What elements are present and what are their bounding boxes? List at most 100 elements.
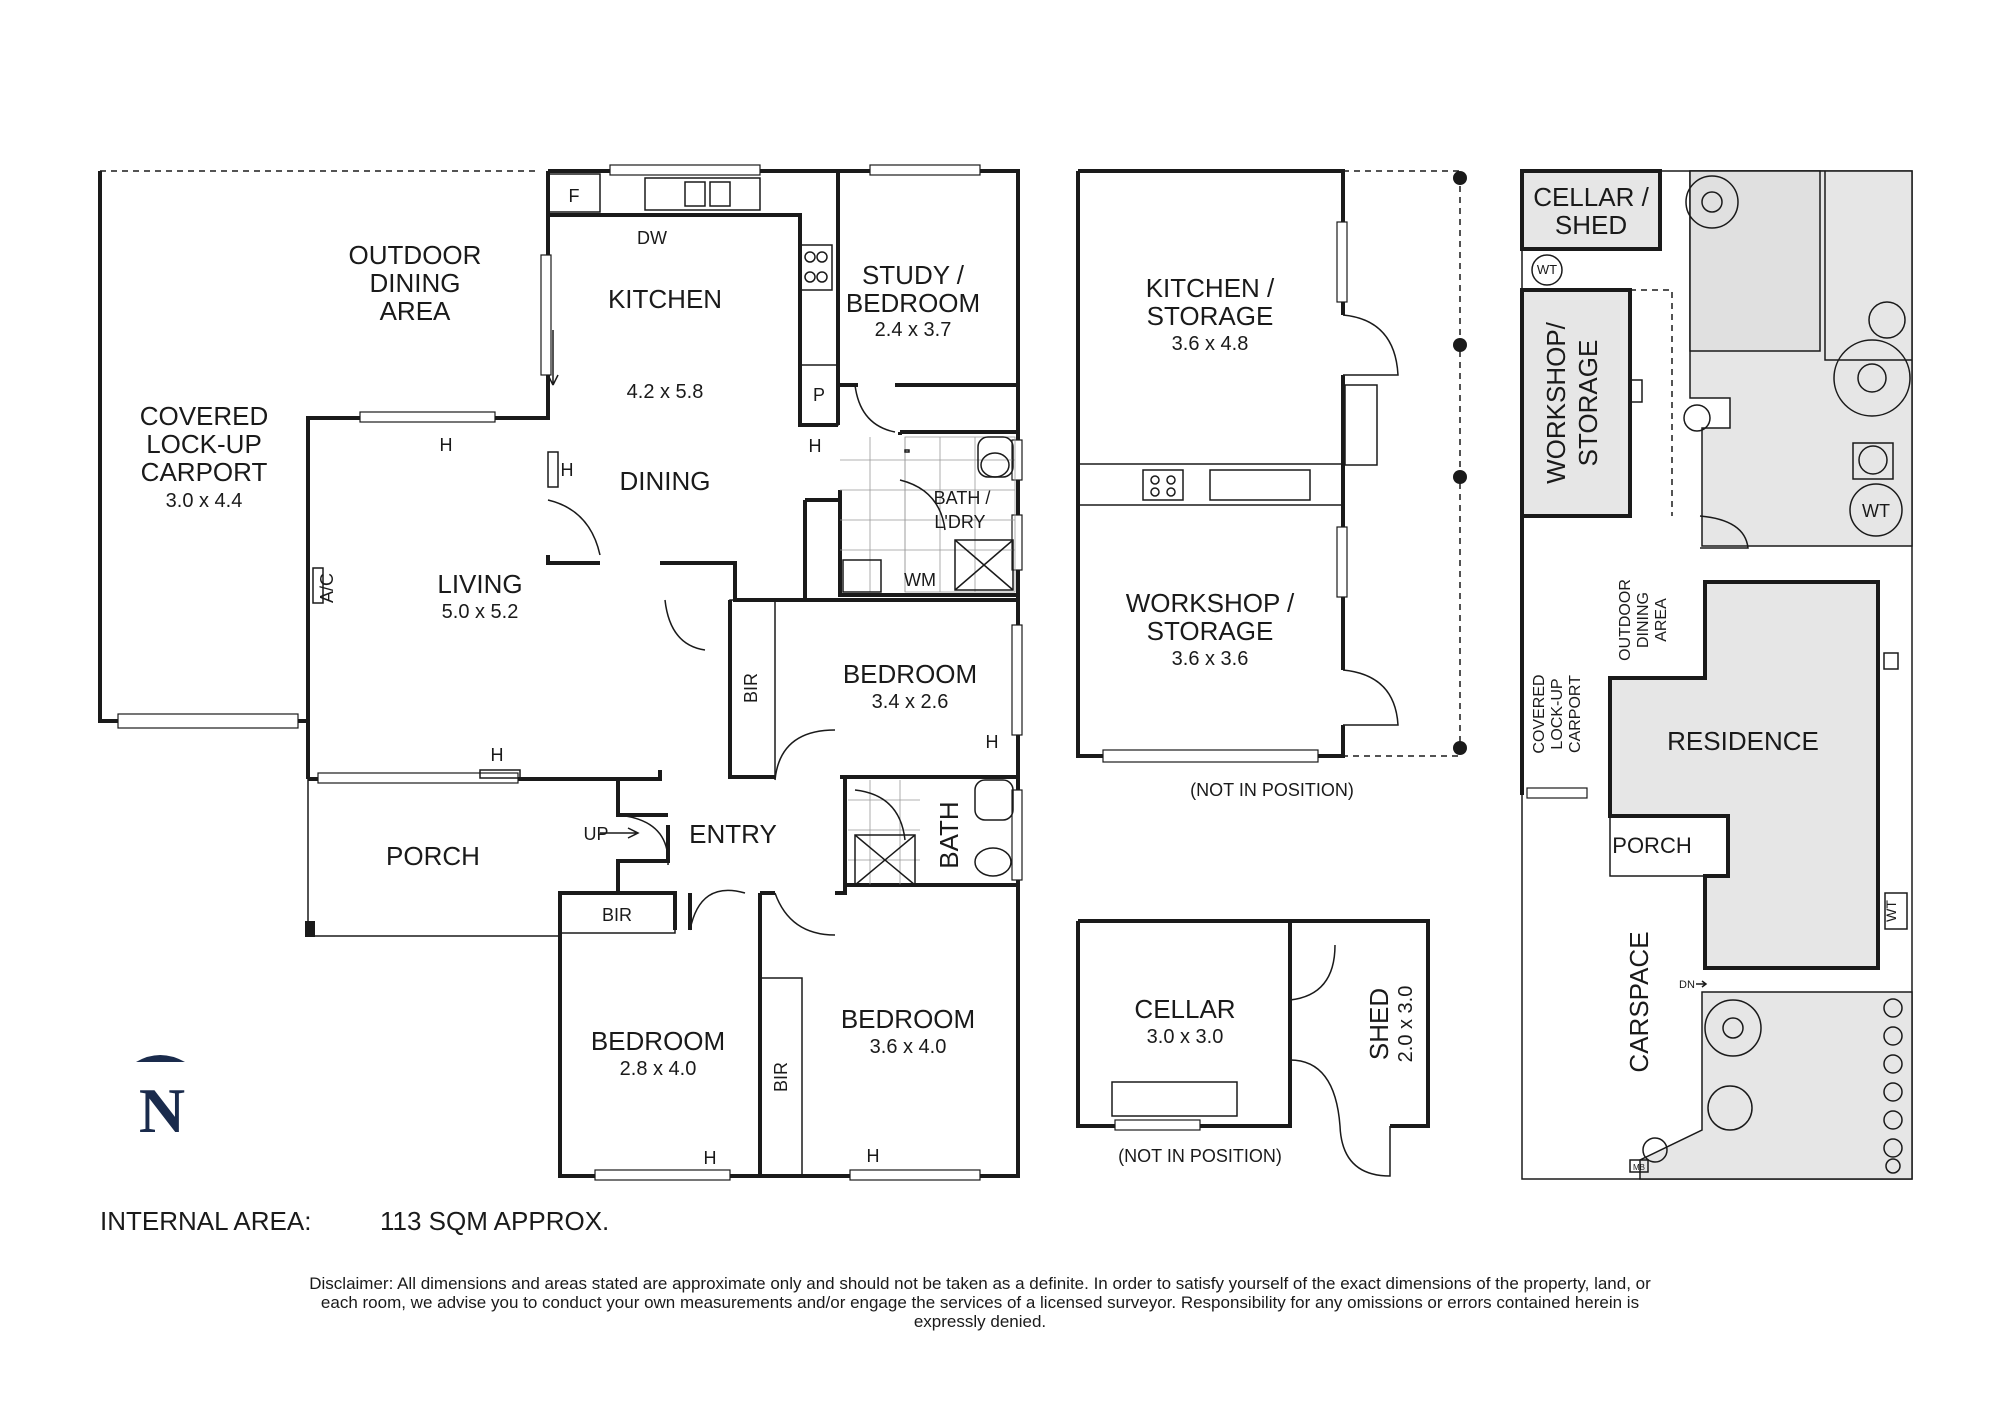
tile-grid bbox=[840, 437, 1015, 592]
basin-2 bbox=[974, 847, 1012, 877]
bath-north-wall bbox=[898, 430, 1018, 435]
bir-east bbox=[729, 599, 776, 778]
front-door bbox=[617, 814, 669, 866]
heater-label-1: H bbox=[440, 435, 453, 455]
fridge-label: F bbox=[569, 186, 580, 206]
sliding-door-arrow bbox=[547, 330, 559, 386]
site-verandah bbox=[1630, 289, 1673, 516]
site-carspace-label: CARSPACE bbox=[1624, 931, 1654, 1072]
internal-area-label: INTERNAL AREA: bbox=[100, 1206, 312, 1236]
north-east-wall bbox=[980, 169, 1020, 440]
outbuilding-door-2 bbox=[1342, 669, 1399, 726]
study-door bbox=[854, 384, 896, 433]
outbuilding-door-1 bbox=[1342, 314, 1399, 376]
site-carport-door bbox=[1526, 787, 1588, 799]
garden-south bbox=[1639, 991, 1913, 1180]
site-cellar-shed bbox=[1520, 169, 1662, 251]
cellar-west-wall bbox=[1076, 921, 1115, 1128]
site-porch bbox=[1609, 815, 1729, 877]
site-workshop-label-1: WORKSHOP/ bbox=[1541, 321, 1571, 484]
carport-label-2: LOCK-UP bbox=[146, 429, 262, 459]
garden-bed bbox=[1689, 170, 1821, 352]
burner bbox=[1150, 475, 1160, 485]
carport-label-1: COVERED bbox=[140, 401, 269, 431]
site-meter bbox=[1883, 652, 1899, 670]
verandah-post bbox=[1453, 741, 1467, 755]
living-north-window bbox=[359, 411, 496, 423]
burner bbox=[804, 251, 816, 263]
up-arrow bbox=[600, 827, 640, 839]
cellar-note: (NOT IN POSITION) bbox=[1118, 1146, 1282, 1166]
heater-label-3: H bbox=[809, 436, 822, 456]
burner bbox=[816, 251, 828, 263]
porch-entry-wall bbox=[616, 779, 668, 817]
shrub bbox=[1883, 998, 1903, 1018]
porch-post bbox=[305, 921, 315, 937]
outdoor-dining-label-2: DINING bbox=[370, 268, 461, 298]
trough bbox=[842, 559, 882, 593]
outdoor-dining-label-1: OUTDOOR bbox=[349, 240, 482, 270]
site-down-label: DN bbox=[1679, 979, 1695, 991]
bath2-door bbox=[854, 789, 906, 841]
tree bbox=[1858, 445, 1888, 475]
outbuilding-bench bbox=[1078, 463, 1343, 506]
tree bbox=[1833, 339, 1911, 417]
kitchen-storage-label-2: STORAGE bbox=[1147, 301, 1274, 331]
outbuilding-note: (NOT IN POSITION) bbox=[1190, 780, 1354, 800]
bedroom-se-north-wall bbox=[760, 885, 847, 895]
shrub bbox=[1883, 1138, 1903, 1158]
bath-label: BATH bbox=[934, 801, 964, 868]
bedroom-se-dims: 3.6 x 4.0 bbox=[870, 1036, 947, 1058]
cellar-shed-plan: CELLAR 3.0 x 3.0 SHED 2.0 x 3.0 (NOT IN … bbox=[1076, 919, 1430, 1177]
site-cellar-label-2: SHED bbox=[1555, 210, 1627, 240]
tree bbox=[1642, 1137, 1668, 1163]
living-label: LIVING bbox=[437, 569, 522, 599]
bedroom-east-dims: 3.4 x 2.6 bbox=[872, 691, 949, 713]
bir-label-east: BIR bbox=[741, 673, 761, 703]
bath-west-wall bbox=[838, 490, 1018, 597]
shower-2 bbox=[854, 834, 916, 886]
tree bbox=[1685, 175, 1739, 229]
shrub bbox=[1883, 1110, 1903, 1130]
shower bbox=[954, 539, 1014, 591]
bath-laundry-label-1: BATH / bbox=[934, 488, 991, 508]
shed-inner-door bbox=[1289, 944, 1336, 1001]
dishwasher-label: DW bbox=[637, 228, 667, 248]
internal-area-value: 113 SQM APPROX. bbox=[380, 1206, 610, 1236]
carport-dims: 3.0 x 4.4 bbox=[166, 490, 243, 512]
site-porch-label: PORCH bbox=[1612, 833, 1691, 858]
water-tank bbox=[1849, 483, 1903, 537]
burner bbox=[1166, 475, 1176, 485]
outbuilding-cooktop bbox=[1142, 469, 1184, 501]
bir-label-se: BIR bbox=[771, 1062, 791, 1092]
tree bbox=[1707, 1085, 1753, 1131]
workshop-storage-label-1: WORKSHOP / bbox=[1126, 588, 1295, 618]
cooktop bbox=[799, 244, 833, 291]
bir-se bbox=[759, 977, 803, 1177]
bedroom-east-walls bbox=[775, 598, 1018, 779]
kitchen-storage-dims: 3.6 x 4.8 bbox=[1172, 333, 1249, 355]
bir-label-sw: BIR bbox=[602, 905, 632, 925]
shed-external-door bbox=[1339, 1125, 1391, 1177]
site-cellar-label-1: CELLAR / bbox=[1533, 182, 1649, 212]
bath-laundry-label-2: L'DRY bbox=[934, 512, 985, 532]
tree bbox=[1704, 999, 1762, 1057]
living-dining-wall bbox=[546, 555, 600, 565]
outbuilding-plan: KITCHEN / STORAGE 3.6 x 4.8 WORKSHOP / S… bbox=[1076, 169, 1467, 800]
study-label-2: BEDROOM bbox=[846, 288, 980, 318]
shrub bbox=[1883, 1082, 1903, 1102]
carport-door bbox=[117, 713, 299, 729]
study-label-1: STUDY / bbox=[862, 260, 965, 290]
living-dims: 5.0 x 5.2 bbox=[442, 601, 519, 623]
internal-area: INTERNAL AREA: 113 SQM APPROX. bbox=[100, 1206, 609, 1237]
heater-label-6: H bbox=[704, 1148, 717, 1168]
dining-door bbox=[664, 599, 706, 651]
kitchen-dims: 4.2 x 5.8 bbox=[627, 381, 704, 403]
site-carport-label-1: COVERED bbox=[1531, 674, 1548, 753]
meter-box-label: MB bbox=[1633, 1163, 1645, 1172]
carport-label-3: CARPORT bbox=[141, 457, 268, 487]
compass-north-label: N bbox=[139, 1075, 185, 1146]
meter-box bbox=[1629, 1159, 1649, 1173]
sink-bowl-1 bbox=[684, 181, 706, 207]
